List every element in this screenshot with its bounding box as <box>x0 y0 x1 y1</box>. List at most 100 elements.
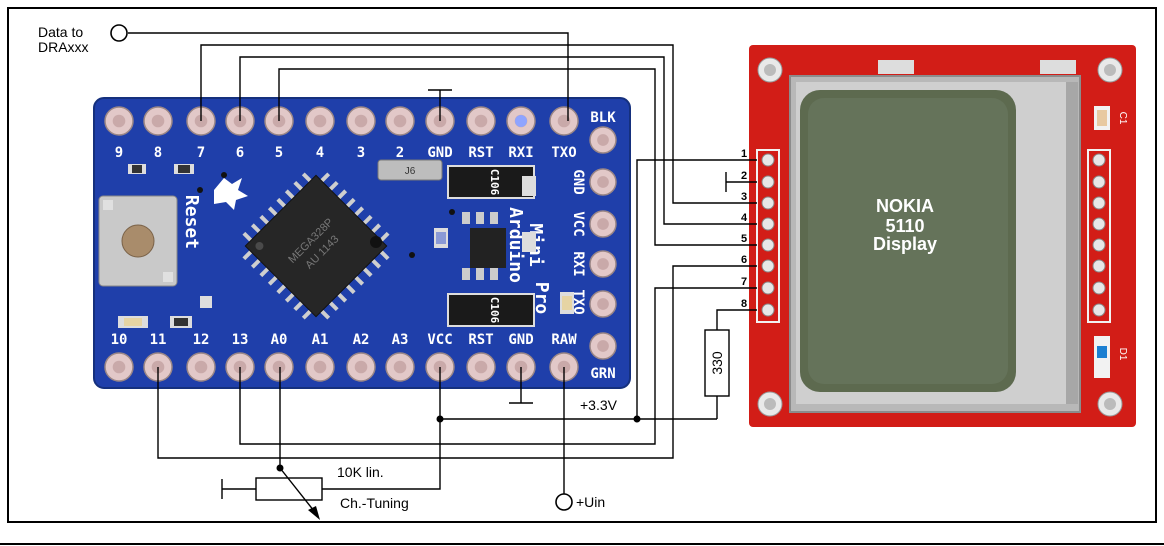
chip-leg <box>250 223 261 234</box>
chip-leg <box>337 189 348 200</box>
pot-value-label: 10K lin. <box>337 464 384 480</box>
chip-leg <box>293 301 304 312</box>
display-pin-number-8: 8 <box>741 298 747 310</box>
chip-leg <box>259 267 270 278</box>
chip-leg <box>276 284 287 295</box>
chip-leg <box>379 250 390 261</box>
smd-components <box>118 164 574 328</box>
terminal-uin <box>555 493 573 511</box>
display-right-pin-5 <box>1092 238 1106 252</box>
display-right-pin-4 <box>1092 217 1106 231</box>
voltage-regulator <box>462 212 506 280</box>
display-pin-3 <box>761 196 775 210</box>
top-pin-label-5: 4 <box>316 145 324 161</box>
chip-leg <box>276 197 287 208</box>
top-pin-label-7: 2 <box>396 145 404 161</box>
capacitor-bottom: C106 <box>447 293 535 327</box>
crystal: J6 <box>377 159 443 181</box>
bottom-pin-label-0: 10 <box>111 332 128 348</box>
chip-leg <box>379 231 390 242</box>
bottom-pin-label-5: A1 <box>312 332 329 348</box>
chip-leg <box>242 250 253 261</box>
mcu-chip: MEGA328P AU 1143 <box>242 172 390 320</box>
chip-leg <box>242 231 253 242</box>
header-label-gnd: GND <box>570 169 586 194</box>
chip-legs <box>242 172 390 320</box>
bottom-pin-label-4: A0 <box>271 332 288 348</box>
wire-lcd1 <box>636 159 757 419</box>
chip-leg <box>284 292 295 303</box>
wire-lcd8 <box>716 309 757 419</box>
top-pin-label-0: 9 <box>115 145 123 161</box>
chip-leg <box>354 275 365 286</box>
bottom-pin-label-11: RAW <box>551 332 577 348</box>
potentiometer <box>255 467 323 520</box>
board-name-line1: Arduino <box>505 207 526 283</box>
chip-leg <box>267 206 278 217</box>
chip-leg <box>320 309 331 320</box>
wire-pin6 <box>239 56 757 225</box>
led-indicator <box>515 115 527 127</box>
display-right-pin-3 <box>1092 196 1106 210</box>
chip-leg <box>301 172 312 183</box>
uin-label: +Uin <box>576 494 605 510</box>
arduino-logo-icon <box>214 178 248 210</box>
top-pin-label-9: RST <box>468 145 493 161</box>
reset-label: Reset <box>181 195 202 249</box>
display-right-header <box>1087 149 1111 323</box>
display-pin-2 <box>761 175 775 189</box>
top-pin-label-1: 8 <box>154 145 162 161</box>
wire-vcc-pot <box>322 419 441 490</box>
display-pin-number-3: 3 <box>741 191 747 203</box>
display-pin-pads <box>761 153 775 317</box>
top-pin-label-2: 7 <box>197 145 205 161</box>
wire-pin5 <box>278 68 757 246</box>
resistor-330: 330 <box>704 329 730 397</box>
display-title-line1: NOKIA <box>876 196 934 216</box>
display-title-line2: 5110 <box>885 216 924 236</box>
display-pin-8 <box>761 303 775 317</box>
chip-leg <box>362 214 373 225</box>
board-mark-d1: D1 <box>1117 348 1128 361</box>
chip-leg <box>293 180 304 191</box>
board-name-line3: Pro <box>531 282 552 315</box>
mounting-holes <box>757 57 1123 417</box>
display-pin-number-6: 6 <box>741 254 747 266</box>
wire-lcd2 <box>725 172 757 192</box>
wire-gnd-bottom <box>509 367 533 404</box>
display-right-pin-6 <box>1092 259 1106 273</box>
display-pin-number-4: 4 <box>741 212 748 224</box>
display-pin-number-5: 5 <box>741 233 747 245</box>
wire-gnd-top <box>428 89 452 121</box>
data-out-label-line1: Data to <box>38 24 83 40</box>
top-pin-label-8: GND <box>427 145 452 161</box>
display-pin-7 <box>761 281 775 295</box>
capacitor-bottom-marking: C106 <box>488 297 501 324</box>
corner-label-blk: BLK <box>590 110 616 126</box>
bottom-pin-label-7: A3 <box>392 332 409 348</box>
chip-leg <box>328 180 339 191</box>
wire-lcd6 <box>157 265 757 459</box>
display-right-pads <box>1092 153 1106 317</box>
capacitor-top-marking: C106 <box>488 169 501 196</box>
wiring <box>128 32 757 499</box>
display-pin-number-2: 2 <box>741 170 747 182</box>
display-pin-number-1: 1 <box>741 148 747 160</box>
chip-leg <box>337 292 348 303</box>
display-right-pin-8 <box>1092 303 1106 317</box>
display-pin-header <box>756 149 780 323</box>
chip-leg <box>320 172 331 183</box>
chip-leg <box>328 301 339 312</box>
display-pin-6 <box>761 259 775 273</box>
bottom-pin-label-9: RST <box>468 332 493 348</box>
chip-leg <box>301 309 312 320</box>
resistor-value: 330 <box>709 351 725 375</box>
display-right-pin-2 <box>1092 175 1106 189</box>
chip-leg <box>284 189 295 200</box>
header-label-rxi: RXI <box>570 251 586 276</box>
bottom-pin-label-6: A2 <box>353 332 370 348</box>
data-out-label-line2: DRAxxx <box>38 39 89 55</box>
display-pin-1 <box>761 153 775 167</box>
